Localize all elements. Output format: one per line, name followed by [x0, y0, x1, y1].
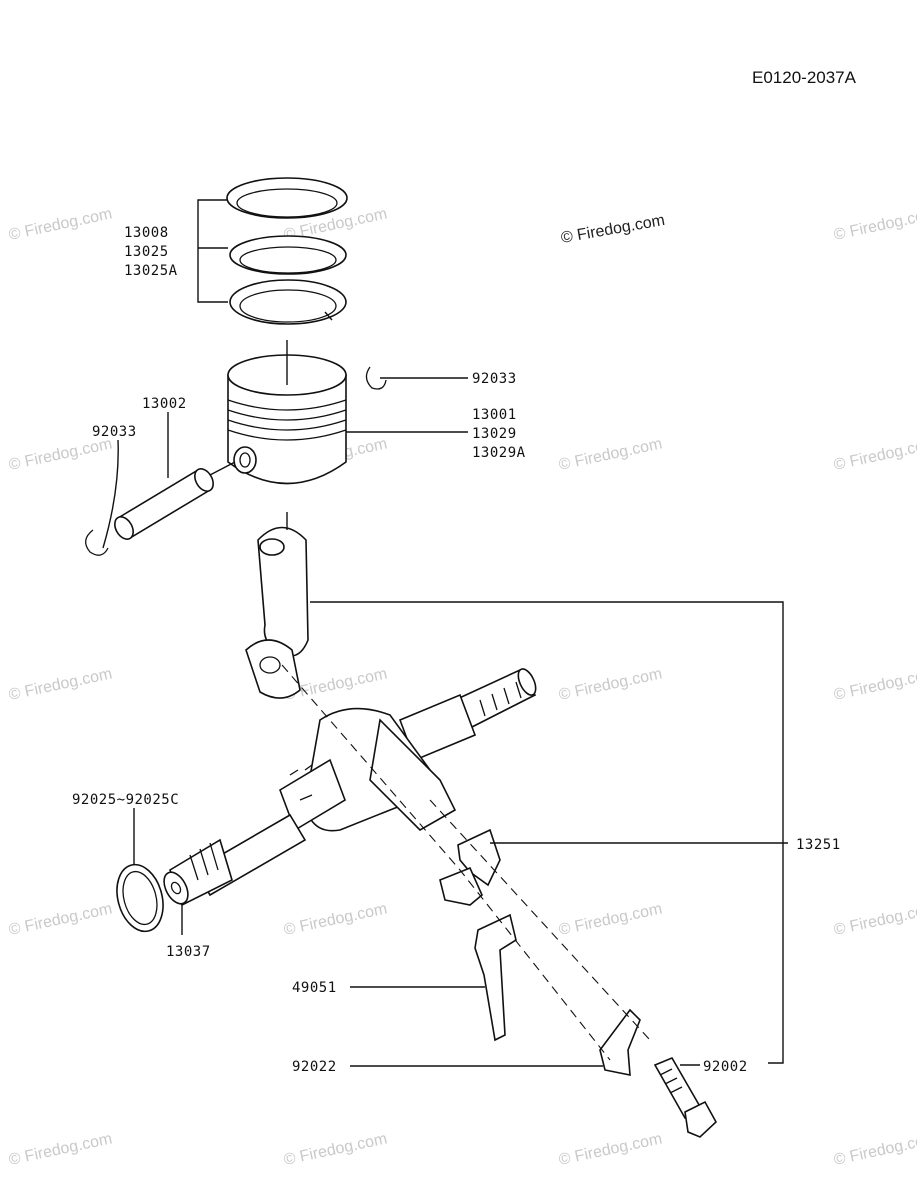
part-label-13025A: 13025A	[124, 263, 178, 279]
watermark: © Firedog.com	[832, 900, 917, 938]
drawing-number: E0120-2037A	[752, 68, 857, 87]
part-labels: 13008 13025 13025A 92033 13001 13029 130…	[72, 225, 841, 1075]
watermark: © Firedog.com	[832, 435, 917, 473]
watermark: © Firedog.com	[7, 1130, 113, 1168]
bolt	[653, 1056, 718, 1138]
watermark: © Firedog.com	[557, 1130, 663, 1168]
rod-cap	[439, 828, 501, 906]
piston	[227, 354, 347, 485]
watermark-grid: © Firedog.com © Firedog.com © Firedog.co…	[7, 205, 917, 1168]
watermark: © Firedog.com	[832, 1130, 917, 1168]
oil-dipper	[474, 913, 517, 1042]
part-label-92002: 92002	[703, 1059, 748, 1075]
watermark: © Firedog.com	[7, 900, 113, 938]
part-label-13001: 13001	[472, 407, 517, 423]
watermark: © Firedog.com	[557, 900, 663, 938]
part-label-13008: 13008	[124, 225, 169, 241]
circlip-right	[365, 366, 387, 390]
watermark: © Firedog.com	[7, 665, 113, 703]
watermark: © Firedog.com	[557, 435, 663, 473]
leader-lines	[102, 377, 788, 1067]
watermark: © Firedog.com	[7, 205, 113, 243]
part-label-13025: 13025	[124, 244, 169, 260]
watermark: © Firedog.com	[282, 1130, 388, 1168]
part-label-13037: 13037	[166, 944, 211, 960]
piston-rings	[226, 177, 348, 325]
part-label-49051: 49051	[292, 980, 337, 996]
part-label-92022: 92022	[292, 1059, 337, 1075]
connecting-rod	[245, 526, 309, 699]
watermark: © Firedog.com	[282, 900, 388, 938]
copyright-mark: © Firedog.com	[560, 212, 667, 247]
crankshaft	[163, 668, 537, 907]
lock-plate	[599, 1008, 641, 1076]
part-label-92025: 92025~92025C	[72, 792, 179, 808]
part-label-92033-right: 92033	[472, 371, 517, 387]
part-label-92033-left: 92033	[92, 424, 137, 440]
part-label-13251: 13251	[796, 837, 841, 853]
piston-pin	[114, 468, 214, 540]
watermark: © Firedog.com	[557, 665, 663, 703]
part-label-13029: 13029	[472, 426, 517, 442]
part-label-13029A: 13029A	[472, 445, 526, 461]
watermark: © Firedog.com	[832, 665, 917, 703]
part-label-13002: 13002	[142, 396, 187, 412]
shim-washer	[116, 863, 164, 933]
watermark: © Firedog.com	[7, 435, 113, 473]
circlip-left	[85, 529, 109, 556]
watermark: © Firedog.com	[832, 205, 917, 243]
